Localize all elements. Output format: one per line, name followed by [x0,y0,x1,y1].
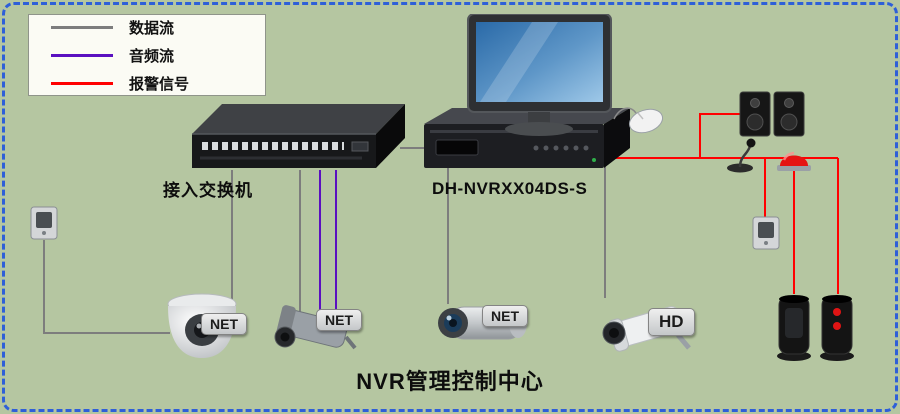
legend-row-audio-flow: 音频流 [29,45,265,66]
legend-row-data-flow: 数据流 [29,17,265,38]
camera-mount [344,335,357,350]
microphone-illustration [727,138,756,173]
access-switch-label: 接入交换机 [163,181,253,200]
legend-row-alarm-signal: 报警信号 [29,73,265,94]
nvr-model-label: DH-NVRXX04DS-S [432,179,588,198]
speakers-illustration [739,91,805,137]
camera-lens [609,328,619,338]
data-flow-line-swatch [51,25,113,29]
monitor-screen [476,22,603,102]
cylinder-camera-net-badge: NET [482,305,528,327]
wall-alarm-button-right [752,216,780,255]
access-switch [192,100,407,177]
monitor-base [505,122,573,136]
wall-device-illustration [30,206,58,240]
alarm-siren [774,146,814,179]
access-switch-illustration [192,104,405,168]
legend-label-alarm-signal: 报警信号 [129,75,190,93]
siren-dome [780,155,808,166]
speakers [738,90,806,143]
page-title: NVR管理控制中心 [356,369,544,394]
alarm-siren-illustration [777,151,811,171]
wall-device-illustration [752,216,780,250]
legend-label-audio-flow: 音频流 [129,47,175,65]
camera-mount [676,333,691,350]
monitor [462,13,617,143]
audio-flow-line-swatch [51,53,113,57]
microphone [724,134,762,179]
nvr-buttons [533,145,589,151]
legend-label-data-flow: 数据流 [129,19,175,37]
hd-camera-hd-badge: HD [648,308,695,336]
mouse-illustration [613,107,664,134]
mouse-cable [613,107,637,120]
nvr-power-led [592,158,596,162]
detector-led [833,322,841,330]
monitor-stand [528,112,550,125]
camera-lens [280,332,290,342]
bullet-camera-net-badge: NET [316,309,362,331]
detector-led [833,308,841,316]
camera-lens [449,319,457,327]
audio-flow-lines [319,170,337,314]
detectors-illustration [777,295,854,361]
dome-camera-net-badge: NET [201,313,247,335]
nvr-front-panel [424,124,604,168]
data-flow-lines [43,147,606,334]
infrared-beam-detectors [773,290,865,369]
mouse [608,101,670,142]
nvr-display [435,139,479,156]
legend: 数据流 音频流 报警信号 [28,14,266,96]
wall-alarm-button-left [30,206,58,245]
alarm-signal-line-swatch [51,81,113,85]
monitor-illustration [467,13,612,136]
